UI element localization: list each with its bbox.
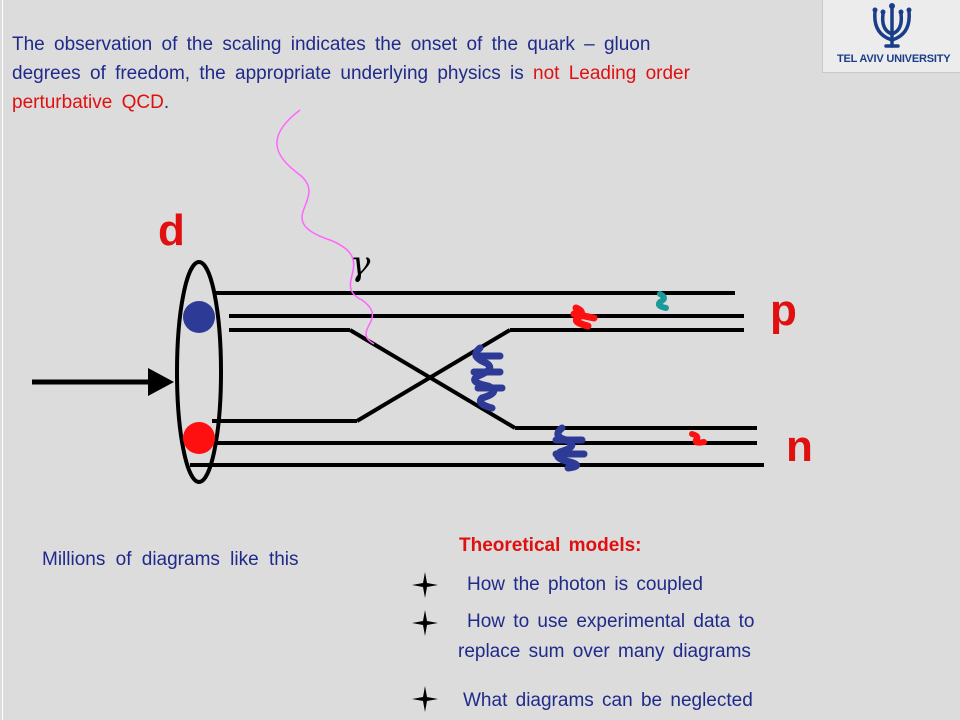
label-proton: p <box>770 286 797 335</box>
menorah-emblem-icon <box>872 3 912 48</box>
gluon-exchange-left <box>470 344 506 412</box>
deuteron-ellipse <box>175 260 223 484</box>
slide-border <box>2 0 3 720</box>
millions-caption: Millions of diagrams like this <box>42 549 299 570</box>
photon-line <box>276 109 375 345</box>
model-item-1: How the photon is coupled <box>467 574 703 595</box>
intro-end: . <box>163 92 170 113</box>
proton-dot <box>183 301 215 333</box>
label-deuteron: d <box>158 206 185 255</box>
gluon-red-lower <box>689 431 707 446</box>
gluon-teal <box>655 291 669 311</box>
quark-lines <box>190 291 764 467</box>
intro-highlight: not Leading order perturbative QCD <box>12 63 690 113</box>
star-bullet-icon <box>412 572 438 598</box>
model-item-2-line2: replace sum over many diagrams <box>458 641 751 662</box>
gluon-exchange-right <box>552 424 588 472</box>
gluon-red-upper <box>570 304 598 330</box>
models-heading: Theoretical models: <box>459 535 642 556</box>
star-bullet-icon <box>412 610 438 636</box>
intro-paragraph: The observation of the scaling indicates… <box>12 30 712 117</box>
model-item-2-line1: How to use experimental data to <box>467 611 755 632</box>
neutron-dot <box>183 422 215 454</box>
incoming-arrow-icon <box>32 368 174 396</box>
logo-text: TEL AVIV UNIVERSITY <box>837 53 951 65</box>
star-bullet-icon <box>412 686 438 712</box>
label-neutron: n <box>786 422 813 471</box>
intro-text: The observation of the scaling indicates… <box>12 34 651 84</box>
photon-label: γ <box>350 244 371 284</box>
university-logo: TEL AVIV UNIVERSITY <box>822 0 960 73</box>
model-item-3: What diagrams can be neglected <box>463 690 753 711</box>
